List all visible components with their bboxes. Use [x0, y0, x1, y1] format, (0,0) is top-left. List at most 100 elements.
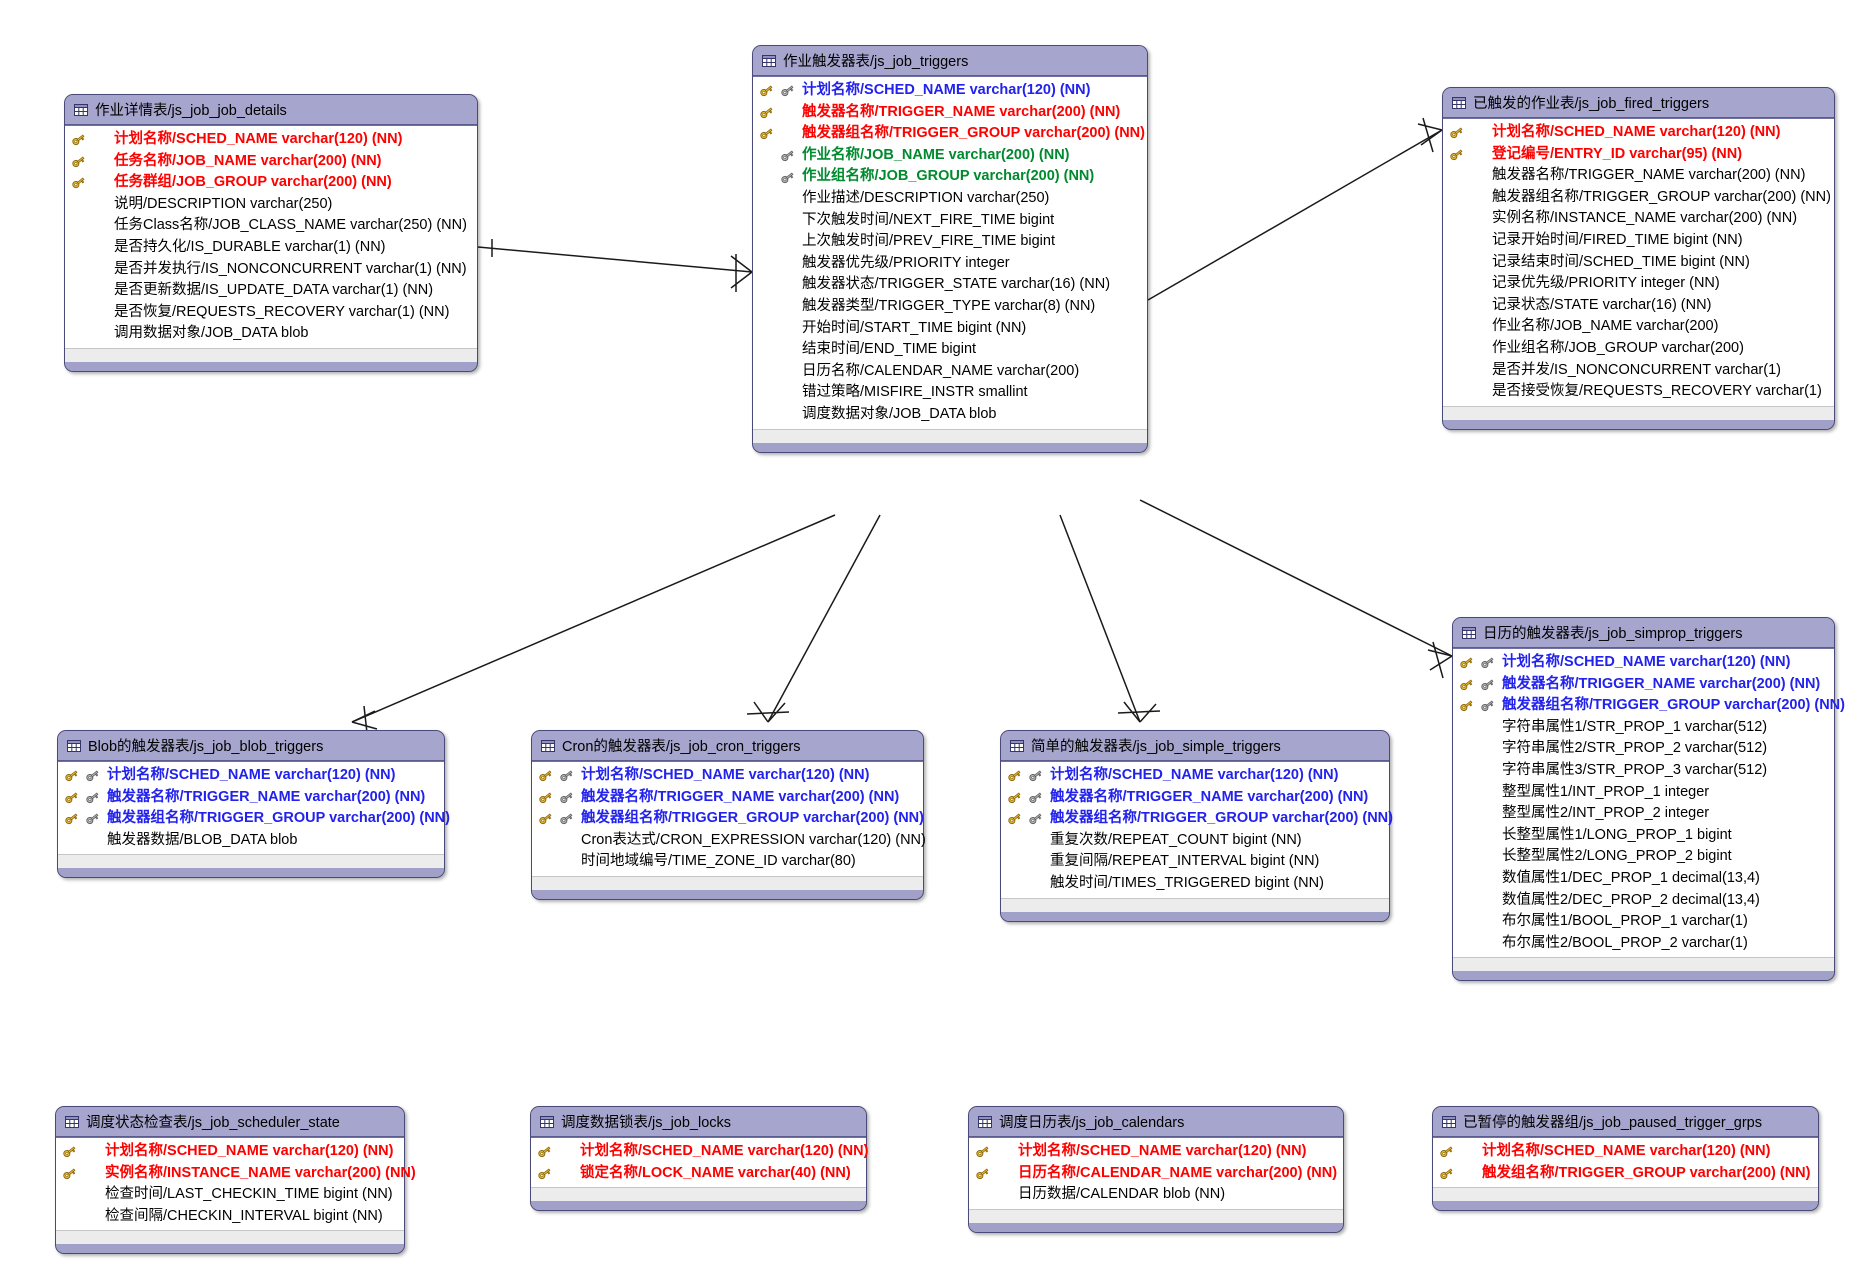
- entity-fired_triggers[interactable]: 已触发的作业表/js_job_fired_triggers 计划名称/SCHED_…: [1442, 87, 1835, 430]
- field-row[interactable]: 调度数据对象/JOB_DATA blob: [756, 404, 1137, 426]
- field-row[interactable]: 作业名称/JOB_NAME varchar(200): [1446, 316, 1824, 338]
- field-row[interactable]: 是否持久化/IS_DURABLE varchar(1) (NN): [68, 237, 467, 259]
- entity-scheduler_state[interactable]: 调度状态检查表/js_job_scheduler_state 计划名称/SCHED…: [55, 1106, 416, 1255]
- field-row[interactable]: 触发器优先级/PRIORITY integer: [756, 253, 1137, 275]
- field-row[interactable]: 触发器名称/TRIGGER_NAME varchar(200) (NN): [535, 787, 913, 809]
- field-row[interactable]: 作业名称/JOB_NAME varchar(200) (NN): [756, 145, 1137, 167]
- field-row[interactable]: 字符串属性3/STR_PROP_3 varchar(512): [1456, 760, 1824, 782]
- field-row[interactable]: 长整型属性2/LONG_PROP_2 bigint: [1456, 846, 1824, 868]
- field-row[interactable]: 日历数据/CALENDAR blob (NN): [972, 1184, 1333, 1206]
- field-row[interactable]: 触发器组名称/TRIGGER_GROUP varchar(200) (NN): [535, 808, 924, 830]
- field-row[interactable]: 触发器名称/TRIGGER_NAME varchar(200) (NN): [1456, 674, 1824, 696]
- field-row[interactable]: 布尔属性1/BOOL_PROP_1 varchar(1): [1456, 911, 1824, 933]
- entity-header-job_triggers[interactable]: 作业触发器表/js_job_triggers: [753, 46, 1147, 76]
- field-row[interactable]: 计划名称/SCHED_NAME varchar(120) (NN): [61, 765, 434, 787]
- field-row[interactable]: 结束时间/END_TIME bigint: [756, 339, 1137, 361]
- field-row[interactable]: 实例名称/INSTANCE_NAME varchar(200) (NN): [1446, 208, 1824, 230]
- entity-header-simprop_triggers[interactable]: 日历的触发器表/js_job_simprop_triggers: [1453, 618, 1834, 648]
- entity-header-scheduler_state[interactable]: 调度状态检查表/js_job_scheduler_state: [56, 1107, 404, 1137]
- field-row[interactable]: 计划名称/SCHED_NAME varchar(120) (NN): [59, 1141, 394, 1163]
- field-row[interactable]: 整型属性2/INT_PROP_2 integer: [1456, 803, 1824, 825]
- field-row[interactable]: 是否并发执行/IS_NONCONCURRENT varchar(1) (NN): [68, 259, 467, 281]
- field-row[interactable]: 记录状态/STATE varchar(16) (NN): [1446, 295, 1824, 317]
- field-row[interactable]: 下次触发时间/NEXT_FIRE_TIME bigint: [756, 210, 1137, 232]
- field-row[interactable]: 任务Class名称/JOB_CLASS_NAME varchar(250) (N…: [68, 215, 467, 237]
- field-row[interactable]: 计划名称/SCHED_NAME varchar(120) (NN): [1456, 652, 1824, 674]
- field-row[interactable]: 触发器类型/TRIGGER_TYPE varchar(8) (NN): [756, 296, 1137, 318]
- field-row[interactable]: 触发器名称/TRIGGER_NAME varchar(200) (NN): [61, 787, 434, 809]
- field-row[interactable]: 整型属性1/INT_PROP_1 integer: [1456, 782, 1824, 804]
- entity-header-paused_trigger_grps[interactable]: 已暂停的触发器组/js_job_paused_trigger_grps: [1433, 1107, 1818, 1137]
- field-row[interactable]: 作业描述/DESCRIPTION varchar(250): [756, 188, 1137, 210]
- field-row[interactable]: 任务名称/JOB_NAME varchar(200) (NN): [68, 151, 467, 173]
- field-row[interactable]: 字符串属性2/STR_PROP_2 varchar(512): [1456, 738, 1824, 760]
- field-row[interactable]: 计划名称/SCHED_NAME varchar(120) (NN): [534, 1141, 868, 1163]
- field-row[interactable]: 检查间隔/CHECKIN_INTERVAL bigint (NN): [59, 1206, 394, 1228]
- entity-header-blob_triggers[interactable]: Blob的触发器表/js_job_blob_triggers: [58, 731, 444, 761]
- field-row[interactable]: 触发器数据/BLOB_DATA blob: [61, 830, 434, 852]
- field-row[interactable]: 检查时间/LAST_CHECKIN_TIME bigint (NN): [59, 1184, 394, 1206]
- field-row[interactable]: 重复次数/REPEAT_COUNT bigint (NN): [1004, 830, 1379, 852]
- entity-job_triggers[interactable]: 作业触发器表/js_job_triggers 计划名称/SCHED_NAME va…: [752, 45, 1148, 453]
- field-row[interactable]: 作业组名称/JOB_GROUP varchar(200) (NN): [756, 166, 1137, 188]
- field-row[interactable]: 触发器组名称/TRIGGER_GROUP varchar(200) (NN): [1446, 187, 1831, 209]
- entity-header-calendars[interactable]: 调度日历表/js_job_calendars: [969, 1107, 1343, 1137]
- field-row[interactable]: 记录结束时间/SCHED_TIME bigint (NN): [1446, 252, 1824, 274]
- field-row[interactable]: 计划名称/SCHED_NAME varchar(120) (NN): [68, 129, 467, 151]
- field-row[interactable]: 数值属性2/DEC_PROP_2 decimal(13,4): [1456, 890, 1824, 912]
- field-row[interactable]: 记录优先级/PRIORITY integer (NN): [1446, 273, 1824, 295]
- field-row[interactable]: 重复间隔/REPEAT_INTERVAL bigint (NN): [1004, 851, 1379, 873]
- field-row[interactable]: 触发器组名称/TRIGGER_GROUP varchar(200) (NN): [61, 808, 450, 830]
- field-row[interactable]: 触发器组名称/TRIGGER_GROUP varchar(200) (NN): [1004, 808, 1393, 830]
- field-row[interactable]: 是否并发/IS_NONCONCURRENT varchar(1): [1446, 360, 1824, 382]
- entity-job_details[interactable]: 作业详情表/js_job_job_details 计划名称/SCHED_NAME …: [64, 94, 478, 372]
- field-row[interactable]: 计划名称/SCHED_NAME varchar(120) (NN): [1446, 122, 1824, 144]
- field-row[interactable]: 计划名称/SCHED_NAME varchar(120) (NN): [756, 80, 1137, 102]
- field-row[interactable]: 数值属性1/DEC_PROP_1 decimal(13,4): [1456, 868, 1824, 890]
- field-row[interactable]: 错过策略/MISFIRE_INSTR smallint: [756, 382, 1137, 404]
- field-row[interactable]: 实例名称/INSTANCE_NAME varchar(200) (NN): [59, 1163, 416, 1185]
- entity-header-simple_triggers[interactable]: 简单的触发器表/js_job_simple_triggers: [1001, 731, 1389, 761]
- field-row[interactable]: 调用数据对象/JOB_DATA blob: [68, 323, 467, 345]
- field-row[interactable]: 长整型属性1/LONG_PROP_1 bigint: [1456, 825, 1824, 847]
- field-row[interactable]: 日历名称/CALENDAR_NAME varchar(200): [756, 361, 1137, 383]
- field-row[interactable]: 开始时间/START_TIME bigint (NN): [756, 318, 1137, 340]
- field-row[interactable]: 记录开始时间/FIRED_TIME bigint (NN): [1446, 230, 1824, 252]
- field-row[interactable]: 字符串属性1/STR_PROP_1 varchar(512): [1456, 717, 1824, 739]
- field-row[interactable]: 触发器名称/TRIGGER_NAME varchar(200) (NN): [1446, 165, 1824, 187]
- field-row[interactable]: 触发器组名称/TRIGGER_GROUP varchar(200) (NN): [756, 123, 1145, 145]
- field-row[interactable]: 锁定名称/LOCK_NAME varchar(40) (NN): [534, 1163, 856, 1185]
- field-row[interactable]: 触发时间/TIMES_TRIGGERED bigint (NN): [1004, 873, 1379, 895]
- field-row[interactable]: 触发器组名称/TRIGGER_GROUP varchar(200) (NN): [1456, 695, 1845, 717]
- field-row[interactable]: 计划名称/SCHED_NAME varchar(120) (NN): [972, 1141, 1333, 1163]
- entity-locks[interactable]: 调度数据锁表/js_job_locks 计划名称/SCHED_NAME varch…: [530, 1106, 868, 1212]
- entity-paused_trigger_grps[interactable]: 已暂停的触发器组/js_job_paused_trigger_grps 计划名称/…: [1432, 1106, 1819, 1212]
- entity-calendars[interactable]: 调度日历表/js_job_calendars 计划名称/SCHED_NAME va…: [968, 1106, 1344, 1233]
- field-row[interactable]: 触发组名称/TRIGGER_GROUP varchar(200) (NN): [1436, 1163, 1810, 1185]
- entity-header-fired_triggers[interactable]: 已触发的作业表/js_job_fired_triggers: [1443, 88, 1834, 118]
- field-row[interactable]: 作业组名称/JOB_GROUP varchar(200): [1446, 338, 1824, 360]
- field-row[interactable]: 时间地域编号/TIME_ZONE_ID varchar(80): [535, 851, 913, 873]
- field-row[interactable]: Cron表达式/CRON_EXPRESSION varchar(120) (NN…: [535, 830, 926, 852]
- entity-simprop_triggers[interactable]: 日历的触发器表/js_job_simprop_triggers 计划名称/SCHE…: [1452, 617, 1845, 982]
- field-row[interactable]: 触发器名称/TRIGGER_NAME varchar(200) (NN): [756, 102, 1137, 124]
- field-row[interactable]: 计划名称/SCHED_NAME varchar(120) (NN): [535, 765, 913, 787]
- entity-blob_triggers[interactable]: Blob的触发器表/js_job_blob_triggers 计划名称/SCHED…: [57, 730, 450, 879]
- entity-header-cron_triggers[interactable]: Cron的触发器表/js_job_cron_triggers: [532, 731, 923, 761]
- field-row[interactable]: 登记编号/ENTRY_ID varchar(95) (NN): [1446, 144, 1824, 166]
- field-row[interactable]: 日历名称/CALENDAR_NAME varchar(200) (NN): [972, 1163, 1337, 1185]
- field-row[interactable]: 计划名称/SCHED_NAME varchar(120) (NN): [1436, 1141, 1808, 1163]
- field-row[interactable]: 是否更新数据/IS_UPDATE_DATA varchar(1) (NN): [68, 280, 467, 302]
- field-row[interactable]: 触发器名称/TRIGGER_NAME varchar(200) (NN): [1004, 787, 1379, 809]
- entity-cron_triggers[interactable]: Cron的触发器表/js_job_cron_triggers 计划名称/SCHED…: [531, 730, 926, 900]
- field-row[interactable]: 触发器状态/TRIGGER_STATE varchar(16) (NN): [756, 274, 1137, 296]
- field-row[interactable]: 说明/DESCRIPTION varchar(250): [68, 194, 467, 216]
- field-row[interactable]: 上次触发时间/PREV_FIRE_TIME bigint: [756, 231, 1137, 253]
- entity-header-locks[interactable]: 调度数据锁表/js_job_locks: [531, 1107, 866, 1137]
- field-row[interactable]: 是否恢复/REQUESTS_RECOVERY varchar(1) (NN): [68, 302, 467, 324]
- entity-header-job_details[interactable]: 作业详情表/js_job_job_details: [65, 95, 477, 125]
- entity-simple_triggers[interactable]: 简单的触发器表/js_job_simple_triggers 计划名称/SCHED…: [1000, 730, 1393, 922]
- field-row[interactable]: 是否接受恢复/REQUESTS_RECOVERY varchar(1): [1446, 381, 1824, 403]
- field-row[interactable]: 布尔属性2/BOOL_PROP_2 varchar(1): [1456, 933, 1824, 955]
- field-row[interactable]: 计划名称/SCHED_NAME varchar(120) (NN): [1004, 765, 1379, 787]
